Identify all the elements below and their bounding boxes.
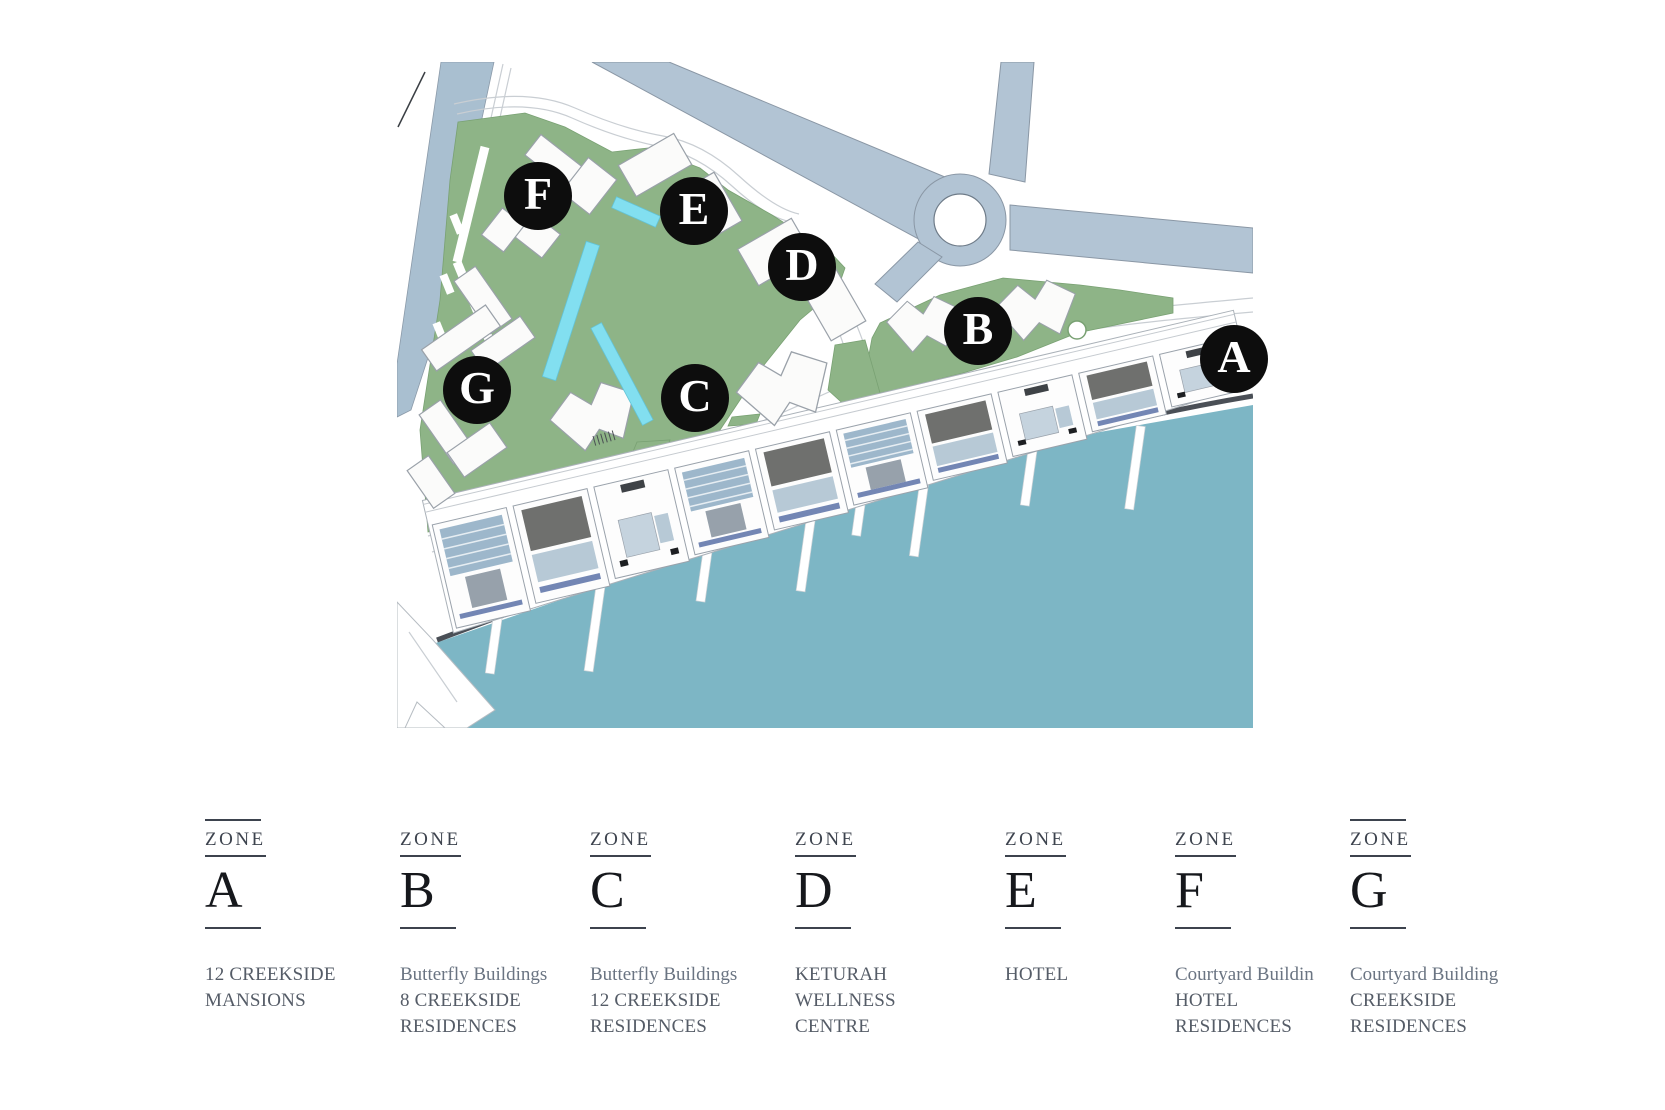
zone-label-text: ZONE (1005, 829, 1066, 857)
zone-label-text: ZONE (205, 829, 266, 857)
zone-letter-rule (205, 927, 261, 929)
zone-marker-g: G (443, 356, 511, 424)
zone-letter-rule (400, 927, 456, 929)
zone-description: Butterfly Buildings 8 CREEKSIDE RESIDENCES (400, 962, 570, 1040)
zone-marker-c: C (661, 364, 729, 432)
zone-marker-letter: E (678, 183, 710, 234)
zone-label: ZONE (1005, 829, 1175, 857)
zone-letter: C (590, 862, 625, 919)
zone-label: ZONE (205, 829, 375, 857)
zone-marker-letter: A (1217, 331, 1251, 382)
zone-top-rule (1350, 819, 1406, 821)
zone-marker-letter: C (678, 370, 712, 421)
butterfly-building (994, 279, 1076, 342)
zone-label: ZONE (1350, 829, 1520, 857)
zone-marker-a: A (1200, 325, 1268, 393)
zone-label-text: ZONE (590, 829, 651, 857)
zone-legend: ZONE A 12 CREEKSIDE MANSIONS ZONE B Butterfly … (0, 819, 1665, 1059)
zone-item-d[interactable]: ZONE D KETURAH WELLNESS CENTRE (795, 819, 965, 1040)
zone-letter-rule (1005, 927, 1061, 929)
zone-label-text: ZONE (1350, 829, 1411, 857)
waterfront-building-row (421, 309, 1252, 634)
zone-letter: G (1350, 862, 1388, 919)
zone-description-line: RESIDENCES (1175, 1016, 1293, 1037)
zone-letter: D (795, 862, 833, 919)
zone-letter: E (1005, 862, 1037, 919)
zone-description-line: Courtyard Buildin (1175, 964, 1314, 985)
zone-letter: B (400, 862, 435, 919)
zone-letter-rule (590, 927, 646, 929)
zone-item-b[interactable]: ZONE B Butterfly Buildings 8 CREEKSIDE RESID… (400, 819, 570, 1040)
roundabout (933, 193, 987, 247)
zone-description-line: WELLNESS CENTRE (795, 990, 896, 1037)
zone-description-line: 12 CREEKSIDE (205, 964, 336, 985)
zone-marker-letter: D (785, 239, 819, 290)
zone-description: Butterfly Buildings 12 CREEKSIDE RESIDENCE… (590, 962, 760, 1040)
zone-description-line: KETURAH (795, 964, 888, 985)
zone-label: ZONE (1175, 829, 1345, 857)
stairs (592, 430, 616, 446)
zone-top-rule (205, 819, 261, 821)
zone-description: KETURAH WELLNESS CENTRE (795, 962, 965, 1040)
zone-label: ZONE (400, 829, 570, 857)
zone-description-line: RESIDENCES (400, 1016, 518, 1037)
zone-description-line: 12 CREEKSIDE (590, 990, 721, 1011)
zone-description-line: Butterfly Buildings (590, 964, 738, 985)
zone-description-line: Butterfly Buildings (400, 964, 548, 985)
zone-description-line: Courtyard Building (1350, 964, 1499, 985)
zone-item-c[interactable]: ZONE C Butterfly Buildings 12 CREEKSIDE RESI… (590, 819, 760, 1040)
zone-marker-f: F (504, 162, 572, 230)
zone-letter: F (1175, 862, 1204, 919)
zone-letter-rule (1350, 927, 1406, 929)
road-edge-line (397, 71, 426, 128)
zone-label: ZONE (590, 829, 760, 857)
zone-marker-b: B (944, 297, 1012, 365)
zone-description: 12 CREEKSIDE MANSIONS (205, 962, 375, 1014)
pool (611, 196, 661, 228)
zone-description-line: CREEKSIDE (1350, 990, 1457, 1011)
site-plan-drawing (397, 62, 1253, 728)
zone-marker-letter: G (459, 362, 495, 413)
zone-label-text: ZONE (1175, 829, 1236, 857)
zone-marker-d: D (768, 233, 836, 301)
zone-label-text: ZONE (400, 829, 461, 857)
zone-label: ZONE (795, 829, 965, 857)
zone-description-line: 8 CREEKSIDE (400, 990, 521, 1011)
zone-label-text: ZONE (795, 829, 856, 857)
zone-description-line: RESIDENCES (1350, 1016, 1468, 1037)
zone-description: HOTEL (1005, 962, 1175, 988)
zone-description-line: MANSIONS (205, 990, 306, 1011)
zone-description-line: RESIDENCES (590, 1016, 708, 1037)
zone-marker-letter: F (523, 168, 553, 219)
dock-edge (397, 601, 496, 728)
zone-letter-rule (795, 927, 851, 929)
roads (591, 62, 1253, 303)
zone-description-line: HOTEL (1175, 990, 1239, 1011)
pond (1067, 320, 1087, 340)
butterfly-building (735, 351, 828, 427)
pool (541, 240, 601, 382)
zone-letter: A (205, 862, 243, 919)
zone-marker-letter: B (962, 303, 994, 354)
pool (590, 322, 654, 426)
sea-water (430, 405, 1253, 728)
zone-marker-e: E (660, 177, 728, 245)
zone-letter-rule (1175, 927, 1231, 929)
zone-item-e[interactable]: ZONE E HOTEL (1005, 819, 1175, 988)
site-plan-map: A B C D E F G (397, 62, 1268, 728)
zone-item-a[interactable]: ZONE A 12 CREEKSIDE MANSIONS (205, 819, 375, 1014)
zone-description-line: HOTEL (1005, 964, 1069, 985)
